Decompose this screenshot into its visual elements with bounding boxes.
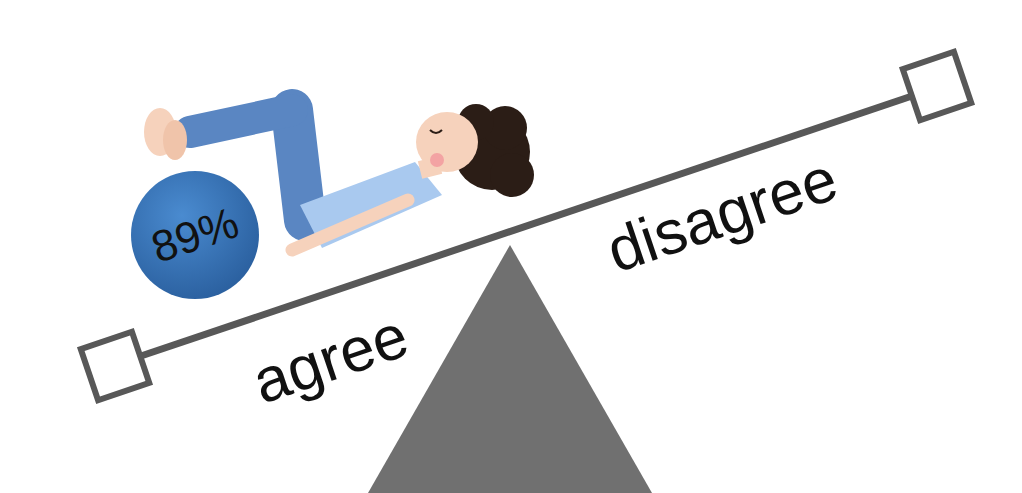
scale-label: agree	[243, 299, 416, 417]
arm	[292, 200, 408, 250]
calf	[190, 110, 292, 132]
thigh	[292, 110, 305, 220]
foot	[163, 120, 187, 160]
eye	[430, 130, 442, 133]
end-square	[903, 52, 971, 120]
end-square	[81, 332, 149, 400]
scale-label: disagree	[598, 142, 846, 286]
ball-node: 89%	[130, 170, 260, 300]
percentage-text: 89%	[113, 153, 278, 318]
hair	[490, 153, 534, 197]
fulcrum-triangle	[368, 245, 652, 493]
cheek	[430, 153, 444, 167]
face	[416, 112, 478, 172]
